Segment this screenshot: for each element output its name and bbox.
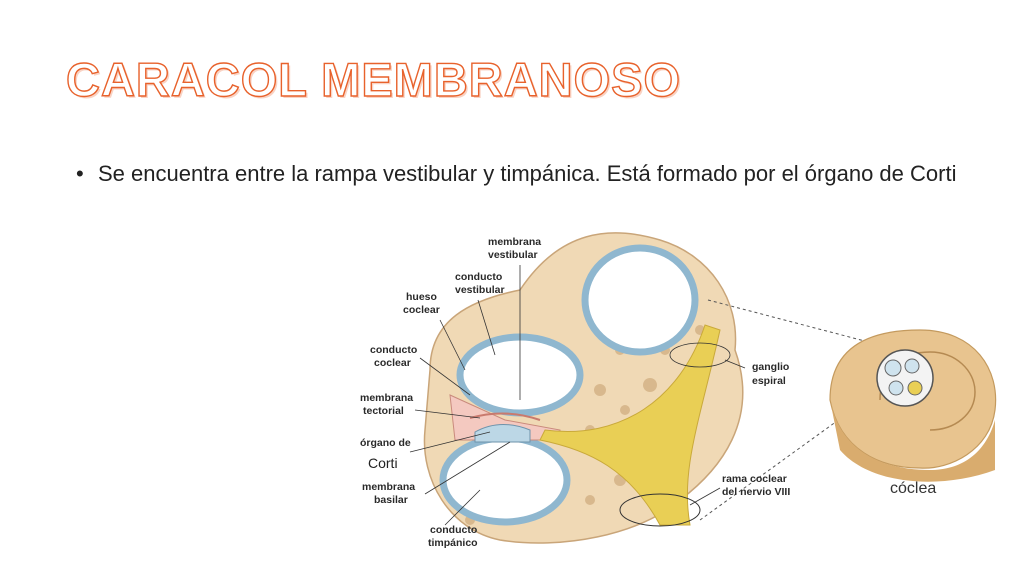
label-rama-coclear-1: rama coclear (722, 473, 787, 485)
bullet-item: • Se encuentra entre la rampa vestibular… (76, 160, 958, 188)
label-membrana-basilar-2: basilar (374, 494, 408, 506)
label-membrana-basilar-1: membrana (362, 481, 415, 493)
label-rama-coclear-2: del nervio VIII (722, 486, 790, 498)
label-membrana-vestibular-2: vestibular (488, 249, 538, 261)
label-organo-corti-2: Corti (368, 455, 398, 471)
label-coclea: cóclea (890, 480, 936, 497)
ganglion-ellipse (669, 342, 731, 368)
label-hueso-coclear-1: hueso (406, 291, 437, 303)
label-hueso-coclear-2: coclear (403, 304, 440, 316)
label-conducto-timpanico-1: conducto (430, 524, 477, 536)
label-membrana-vestibular-1: membrana (488, 236, 541, 248)
tectorial-membrane (469, 412, 541, 421)
label-ganglio-espiral-2: espiral (752, 375, 786, 387)
label-conducto-vestibular-2: vestibular (455, 284, 505, 296)
label-conducto-coclear-1: conducto (370, 344, 417, 356)
upper-turn-duct (581, 244, 699, 356)
bullet-dot: • (76, 161, 84, 186)
cochlea-thumbnail (829, 329, 997, 482)
label-membrana-tectorial-2: tectorial (363, 405, 404, 417)
bullet-text: Se encuentra entre la rampa vestibular y… (98, 161, 957, 186)
label-ganglio-espiral-1: ganglio (752, 361, 789, 373)
label-conducto-coclear-2: coclear (374, 357, 411, 369)
label-membrana-tectorial-1: membrana (360, 392, 413, 404)
label-conducto-timpanico-2: timpánico (428, 537, 478, 549)
scala-tympani (439, 434, 571, 526)
organ-of-corti (474, 424, 531, 443)
nerve-ellipse (619, 493, 701, 527)
label-organo-corti-1: órgano de (360, 437, 411, 449)
cochlear-nerve (539, 324, 721, 526)
label-conducto-vestibular-1: conducto (455, 271, 502, 283)
slide-title: CARACOL MEMBRANOSO (65, 52, 682, 106)
